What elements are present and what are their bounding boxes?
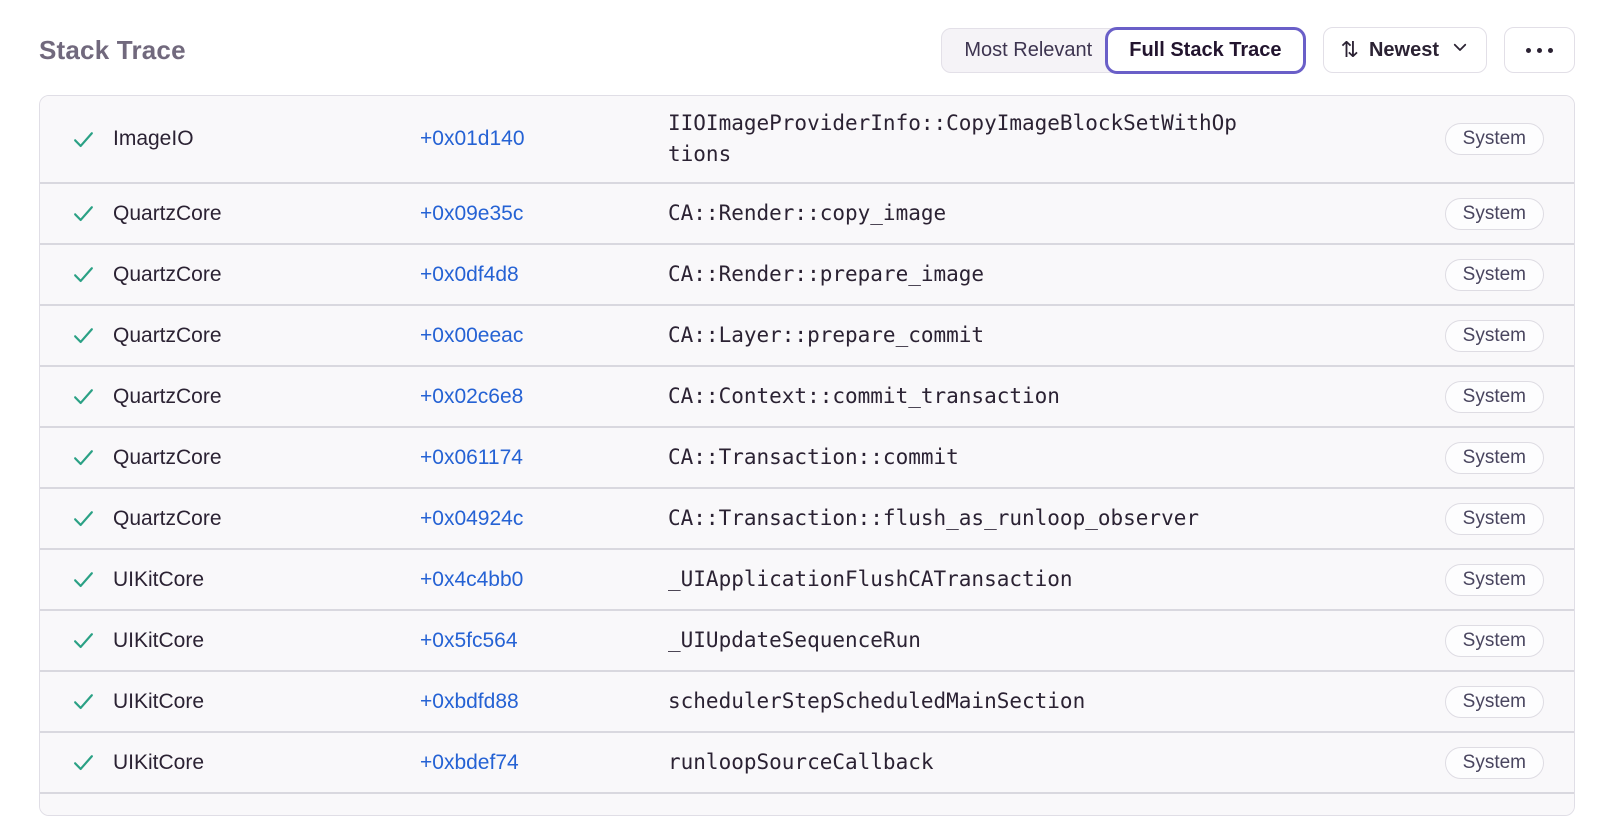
more-options-button[interactable] bbox=[1504, 27, 1575, 73]
function-name: CA::Render::prepare_image bbox=[668, 262, 985, 286]
ellipsis-icon bbox=[1522, 47, 1557, 53]
function-name: IIOImageProviderInfo::CopyImageBlockSetW… bbox=[668, 111, 1237, 166]
system-badge: System bbox=[1444, 380, 1544, 413]
system-badge: System bbox=[1444, 258, 1544, 291]
module-name: UIKitCore bbox=[113, 628, 205, 652]
system-badge: System bbox=[1444, 624, 1544, 657]
system-badge: System bbox=[1444, 502, 1544, 535]
page-title: Stack Trace bbox=[39, 34, 186, 65]
stack-frame-row[interactable]: UIKitCore +0xbdfd88 schedulerStepSchedul… bbox=[40, 670, 1574, 731]
check-icon bbox=[70, 506, 96, 532]
check-icon bbox=[70, 445, 96, 471]
stack-frame-row[interactable]: QuartzCore +0x0df4d8 CA::Render::prepare… bbox=[40, 243, 1574, 304]
check-icon bbox=[70, 262, 96, 288]
check-icon bbox=[70, 384, 96, 410]
check-icon bbox=[70, 126, 96, 152]
stack-frame-row[interactable]: UIKitCore +0x4c4bb0 _UIApplicationFlushC… bbox=[40, 548, 1574, 609]
function-name: _UIUpdateSequenceRun bbox=[668, 628, 921, 652]
address-link[interactable]: +0x061174 bbox=[420, 445, 523, 469]
view-toggle-group: Most Relevant Full Stack Trace bbox=[941, 26, 1306, 74]
function-name: CA::Layer::prepare_commit bbox=[668, 323, 985, 347]
stack-frame-row-partial[interactable] bbox=[40, 792, 1574, 815]
function-name: CA::Transaction::flush_as_runloop_observ… bbox=[668, 506, 1200, 530]
address-link[interactable]: +0x4c4bb0 bbox=[420, 567, 524, 591]
sort-label: Newest bbox=[1368, 38, 1439, 61]
address-link[interactable]: +0xbdfd88 bbox=[420, 689, 519, 713]
chevron-down-icon bbox=[1451, 38, 1469, 62]
full-stack-trace-button[interactable]: Full Stack Trace bbox=[1105, 26, 1306, 74]
header-controls: Most Relevant Full Stack Trace ⇅ Newest bbox=[941, 26, 1575, 74]
stack-frame-row[interactable]: ImageIO +0x01d140 IIOImageProviderInfo::… bbox=[40, 96, 1574, 182]
stack-frame-row[interactable]: QuartzCore +0x00eeac CA::Layer::prepare_… bbox=[40, 304, 1574, 365]
check-icon bbox=[70, 201, 96, 227]
address-link[interactable]: +0x04924c bbox=[420, 506, 524, 530]
module-name: QuartzCore bbox=[113, 445, 222, 469]
check-icon bbox=[70, 689, 96, 715]
function-name: schedulerStepScheduledMainSection bbox=[668, 689, 1086, 713]
address-link[interactable]: +0x00eeac bbox=[420, 323, 524, 347]
sort-dropdown[interactable]: ⇅ Newest bbox=[1322, 27, 1487, 73]
module-name: QuartzCore bbox=[113, 323, 222, 347]
system-badge: System bbox=[1444, 123, 1544, 155]
stack-frame-row[interactable]: QuartzCore +0x09e35c CA::Render::copy_im… bbox=[40, 182, 1574, 243]
stack-trace-header: Stack Trace Most Relevant Full Stack Tra… bbox=[39, 0, 1575, 76]
address-link[interactable]: +0x02c6e8 bbox=[420, 384, 524, 408]
function-name: _UIApplicationFlushCATransaction bbox=[668, 567, 1073, 591]
stack-frame-row[interactable]: QuartzCore +0x061174 CA::Transaction::co… bbox=[40, 426, 1574, 487]
module-name: UIKitCore bbox=[113, 689, 205, 713]
address-link[interactable]: +0x09e35c bbox=[420, 201, 524, 225]
stack-frame-row[interactable]: QuartzCore +0x02c6e8 CA::Context::commit… bbox=[40, 365, 1574, 426]
module-name: UIKitCore bbox=[113, 750, 205, 774]
stack-frame-row[interactable]: UIKitCore +0xbdef74 runloopSourceCallbac… bbox=[40, 731, 1574, 792]
module-name: QuartzCore bbox=[113, 384, 222, 408]
stack-frame-row[interactable]: UIKitCore +0x5fc564 _UIUpdateSequenceRun… bbox=[40, 609, 1574, 670]
function-name: CA::Render::copy_image bbox=[668, 201, 947, 225]
address-link[interactable]: +0x01d140 bbox=[420, 127, 525, 150]
stack-frame-row[interactable]: QuartzCore +0x04924c CA::Transaction::fl… bbox=[40, 487, 1574, 548]
function-name: CA::Context::commit_transaction bbox=[668, 384, 1060, 408]
check-icon bbox=[70, 628, 96, 654]
address-link[interactable]: +0x0df4d8 bbox=[420, 262, 519, 286]
system-badge: System bbox=[1444, 685, 1544, 718]
most-relevant-button[interactable]: Most Relevant bbox=[941, 27, 1126, 73]
sort-arrows-icon: ⇅ bbox=[1340, 37, 1359, 62]
module-name: QuartzCore bbox=[113, 201, 222, 225]
check-icon bbox=[70, 323, 96, 349]
system-badge: System bbox=[1444, 319, 1544, 352]
stack-trace-list: ImageIO +0x01d140 IIOImageProviderInfo::… bbox=[39, 95, 1575, 816]
system-badge: System bbox=[1444, 746, 1544, 779]
module-name: ImageIO bbox=[113, 127, 194, 150]
module-name: UIKitCore bbox=[113, 567, 205, 591]
module-name: QuartzCore bbox=[113, 262, 222, 286]
module-name: QuartzCore bbox=[113, 506, 222, 530]
check-icon bbox=[70, 750, 96, 776]
function-name: runloopSourceCallback bbox=[668, 750, 934, 774]
address-link[interactable]: +0xbdef74 bbox=[420, 750, 519, 774]
check-icon bbox=[70, 567, 96, 593]
system-badge: System bbox=[1444, 563, 1544, 596]
address-link[interactable]: +0x5fc564 bbox=[420, 628, 518, 652]
function-name: CA::Transaction::commit bbox=[668, 445, 959, 469]
system-badge: System bbox=[1444, 197, 1544, 230]
system-badge: System bbox=[1444, 441, 1544, 474]
